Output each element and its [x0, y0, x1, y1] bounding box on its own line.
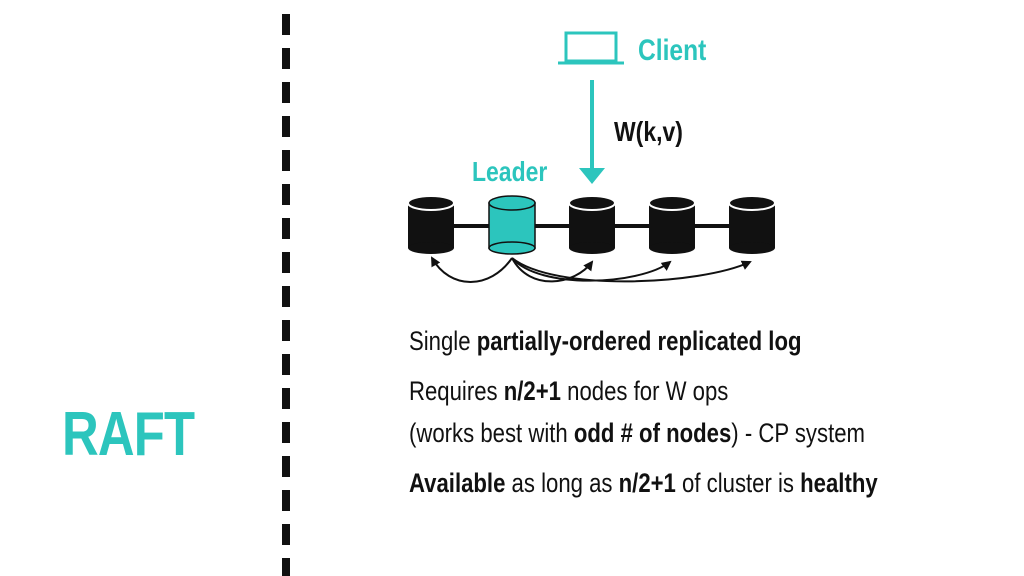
text-line-available: Available as long as n/2+1 of cluster is…	[409, 468, 878, 498]
dashed-divider	[282, 14, 290, 576]
write-request-arrow	[579, 80, 605, 184]
text-line-odd-nodes: (works best with odd # of nodes) - CP sy…	[409, 418, 865, 448]
replication-arrows	[431, 256, 752, 283]
node-leader	[488, 195, 536, 255]
write-operation-label: W(k,v)	[614, 116, 683, 147]
text-line-log: Single partially-ordered replicated log	[409, 326, 802, 356]
replication-arrow-2	[511, 257, 594, 283]
node-follower-3	[648, 195, 696, 254]
node-follower-4	[728, 195, 776, 254]
leader-label: Leader	[472, 156, 548, 187]
client-label: Client	[638, 34, 707, 67]
node-follower-1	[407, 195, 455, 254]
replication-arrow-4	[511, 257, 752, 283]
replication-arrow-1	[431, 256, 513, 283]
node-follower-2	[568, 195, 616, 254]
laptop-icon	[558, 31, 624, 65]
slide-title: RAFT	[62, 400, 195, 469]
text-line-requires: Requires n/2+1 nodes for W ops	[409, 376, 729, 406]
